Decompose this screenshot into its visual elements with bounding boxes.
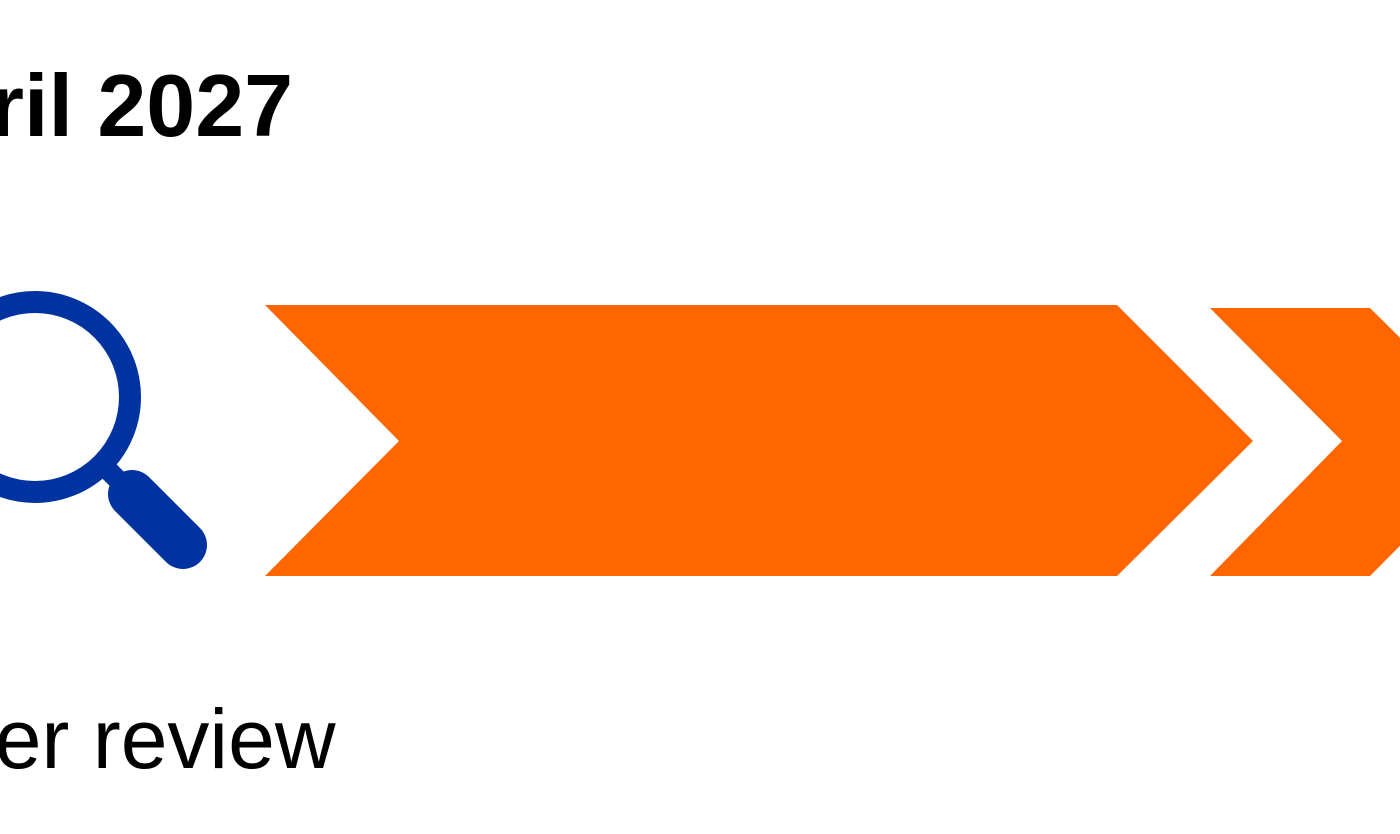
magnifier-lens — [0, 291, 141, 503]
magnifying-glass-icon — [0, 291, 207, 569]
chevron-arrow-next — [1210, 308, 1400, 576]
date-heading: pril 2027 — [0, 56, 294, 155]
step-label: eer review — [0, 692, 336, 786]
chevron-arrow-main — [265, 305, 1253, 576]
magnifier-handle — [108, 470, 207, 569]
